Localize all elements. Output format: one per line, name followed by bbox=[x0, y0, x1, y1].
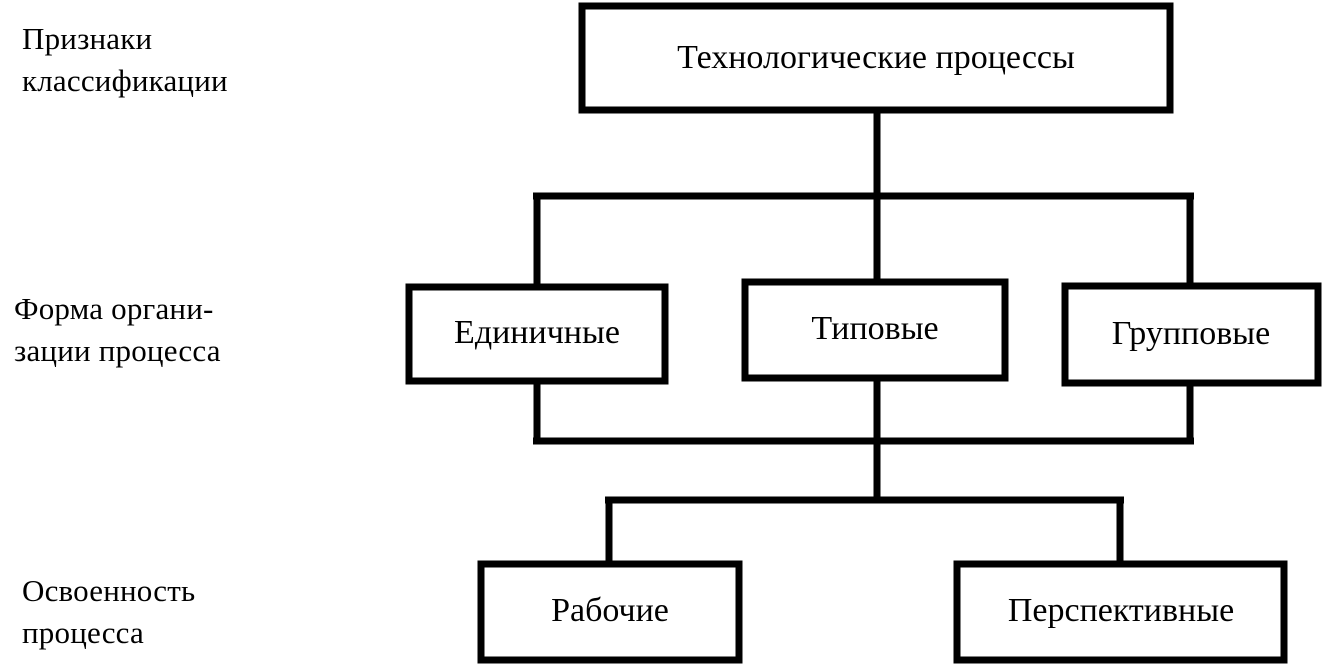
node-prospective-label: Перспективные bbox=[1008, 592, 1234, 629]
row-label-process-organization-form: Форма органи- зации процесса bbox=[14, 291, 221, 368]
node-root-box[interactable] bbox=[578, 2, 1174, 114]
node-group-box[interactable] bbox=[1061, 282, 1322, 387]
node-typical-box[interactable] bbox=[741, 278, 1009, 382]
node-working[interactable]: Рабочие bbox=[477, 560, 743, 664]
node-single-label: Единичные bbox=[454, 314, 620, 351]
row-label-process-mastery: Освоенность процесса bbox=[22, 573, 196, 650]
node-group[interactable]: Групповые bbox=[1061, 282, 1322, 387]
node-working-box[interactable] bbox=[477, 560, 743, 664]
node-prospective-box[interactable] bbox=[953, 560, 1288, 664]
node-root[interactable]: Технологические процессы bbox=[578, 2, 1174, 114]
node-prospective[interactable]: Перспективные bbox=[953, 560, 1288, 664]
node-single[interactable]: Единичные bbox=[405, 283, 669, 385]
node-typical-label: Типовые bbox=[811, 310, 938, 347]
connector-lines bbox=[533, 110, 1194, 564]
node-typical[interactable]: Типовые bbox=[741, 278, 1009, 382]
row-label-classification-criteria: Признаки классификации bbox=[22, 21, 228, 98]
node-working-label: Рабочие bbox=[551, 592, 669, 629]
node-single-box[interactable] bbox=[405, 283, 669, 385]
node-group-label: Групповые bbox=[1112, 315, 1270, 352]
node-root-label: Технологические процессы bbox=[677, 39, 1075, 76]
